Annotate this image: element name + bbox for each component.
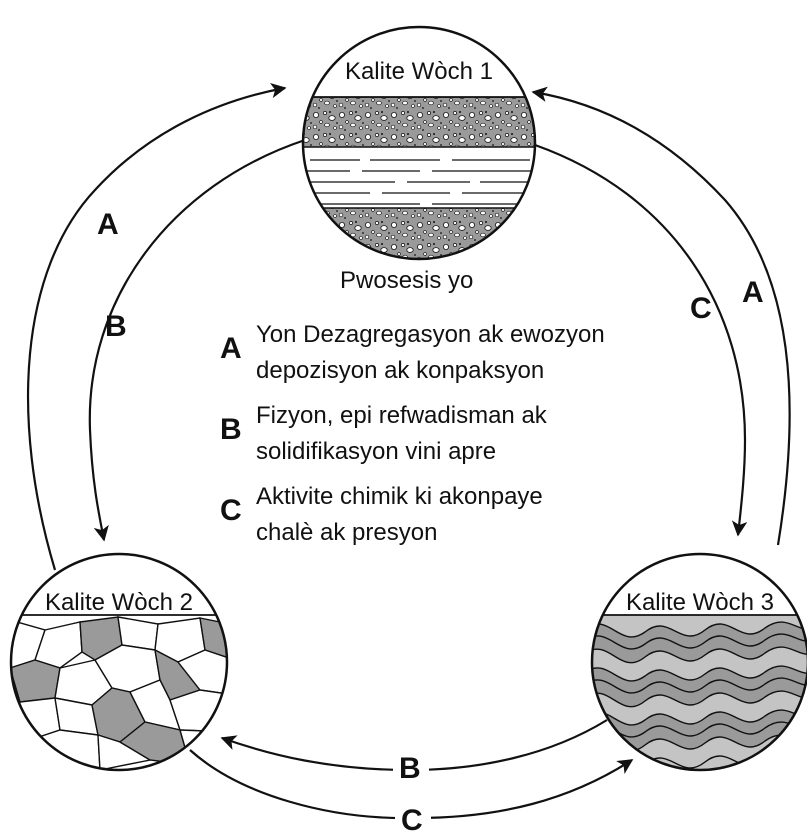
label-bottom-inner: B xyxy=(399,752,421,785)
arrow-left-outer xyxy=(26,82,287,571)
arrow-left-inner xyxy=(88,138,306,542)
legend-heading: Pwosesis yo xyxy=(340,267,473,294)
label-right-outer: A xyxy=(742,276,764,309)
label-bottom-outer: C xyxy=(401,804,423,837)
legend-c-line2: chalè ak presyon xyxy=(256,519,437,546)
rock-type-3-label: Kalite Wòch 3 xyxy=(626,589,774,616)
arrow-right-outer xyxy=(531,86,791,546)
legend-a-line2: depozisyon ak konpaksyon xyxy=(256,357,544,384)
legend-b-line2: solidifikasyon vini apre xyxy=(256,438,496,465)
shale-layer xyxy=(303,159,535,205)
legend-c-line1: Aktivite chimik ki akonpaye xyxy=(256,483,543,510)
legend-letter-c: C xyxy=(220,494,242,527)
arrow-right-inner xyxy=(534,143,748,537)
legend-b-line1: Fizyon, epi refwadisman ak xyxy=(256,402,548,429)
rock-type-2-label: Kalite Wòch 2 xyxy=(45,589,193,616)
legend-letter-a: A xyxy=(220,332,242,365)
label-right-inner: C xyxy=(690,292,712,325)
rock-type-2: Kalite Wòch 2 xyxy=(9,552,229,772)
rock-type-1: Kalite Wòch 1 xyxy=(301,25,537,261)
process-legend: Pwosesis yo A Yon Dezagregasyon ak ewozy… xyxy=(220,267,605,546)
label-left-outer: A xyxy=(97,208,119,241)
label-left-inner: B xyxy=(105,310,127,343)
rock-type-3: Kalite Wòch 3 xyxy=(590,552,807,772)
legend-a-line1: Yon Dezagregasyon ak ewozyon xyxy=(256,321,605,348)
legend-letter-b: B xyxy=(220,413,242,446)
rock-type-1-label: Kalite Wòch 1 xyxy=(345,58,493,85)
